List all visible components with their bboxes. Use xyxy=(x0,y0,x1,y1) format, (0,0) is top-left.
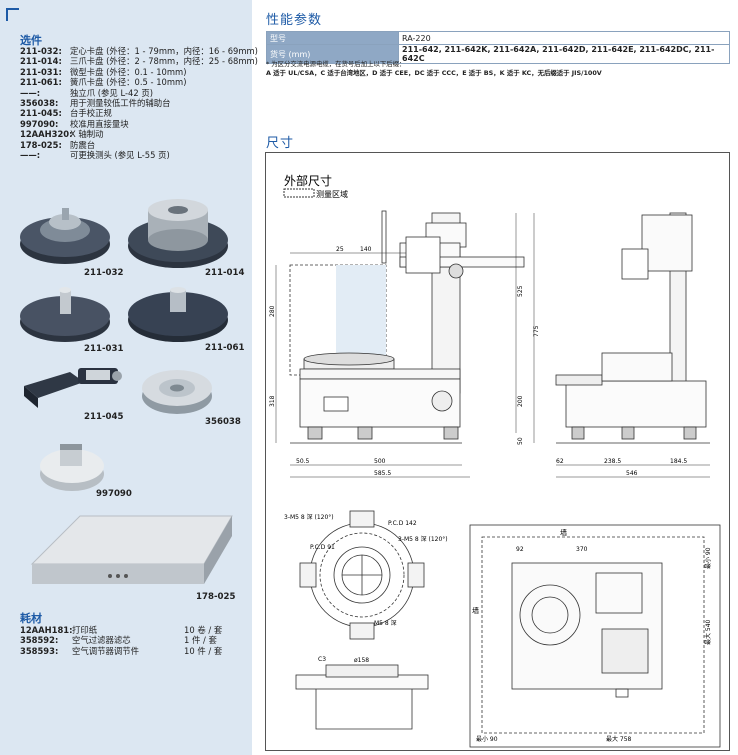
dim-label: 200 xyxy=(517,395,524,407)
dim-label: 62 xyxy=(556,458,564,465)
chuck-211-014-image xyxy=(128,199,228,268)
list-item: 211-045:台手校正规 xyxy=(20,108,112,119)
photo-caption: 211-061 xyxy=(205,343,245,353)
dimension-drawing-frame: 外部尺寸 测量区域 xyxy=(265,152,730,751)
list-item: 178-025:防震台 xyxy=(20,139,96,150)
power-note: * 为区分交流电源电缆，在货号后加上以下后缀： A 适于 UL/CSA，C 适于… xyxy=(266,60,602,77)
list-item: ——:可更换测头 (参见 L-55 页) xyxy=(20,150,170,161)
photo-caption: 211-031 xyxy=(84,344,124,354)
dim-label: 最小 90 xyxy=(704,547,712,569)
measure-area-label: 测量区域 xyxy=(316,189,348,199)
front-view-drawing xyxy=(289,210,525,444)
dim-label: 140 xyxy=(360,246,372,253)
dim-label: ø158 xyxy=(354,657,369,664)
dim-label: 500 xyxy=(374,458,386,465)
photo-caption: 997090 xyxy=(96,489,132,499)
spec-value: 211-642, 211-642K, 211-642A, 211-642D, 2… xyxy=(398,44,730,64)
dim-label: 最小 90 xyxy=(476,735,498,743)
top-view-drawing xyxy=(295,510,429,730)
corner-mark-icon xyxy=(6,8,19,21)
chuck-211-031-image xyxy=(20,287,110,342)
chuck-211-032-image xyxy=(20,208,110,264)
gauge-block-997090-image xyxy=(40,444,104,491)
spec-key: 货号 (mm) xyxy=(266,44,399,64)
photo-caption: 211-045 xyxy=(84,412,124,422)
list-item: 12AAH320:X 轴制动 xyxy=(20,129,104,140)
side-view-drawing xyxy=(555,212,710,444)
centering-gauge-211-045-image xyxy=(24,368,122,408)
dim-label: C3 xyxy=(318,656,326,663)
dim-label: 318 xyxy=(269,395,276,407)
front-view-dimensions xyxy=(275,213,535,478)
dim-label: 525 xyxy=(517,285,524,297)
dim-label: P.C.D 142 xyxy=(388,520,417,527)
consumables-title: 耗材 xyxy=(20,612,42,625)
dim-label: 50.5 xyxy=(296,458,310,465)
dim-label: P.C.D 91 xyxy=(310,544,335,551)
dim-label: 25 xyxy=(336,246,344,253)
dim-label: 238.5 xyxy=(604,458,621,465)
aux-table-356038-image xyxy=(142,370,212,414)
dim-label: 50 xyxy=(517,437,524,445)
dim-label: 775 xyxy=(533,325,540,337)
table-row: 货号 (mm) 211-642, 211-642K, 211-642A, 211… xyxy=(266,44,730,64)
options-title: 选件 xyxy=(20,34,42,47)
list-item: 211-061:簧爪卡盘 (外径：0.5 - 10mm) xyxy=(20,77,187,88)
dim-label: 3-M5 8 深 (120°) xyxy=(284,513,334,521)
photo-caption: 211-032 xyxy=(84,268,124,278)
dim-label: 280 xyxy=(269,305,276,317)
dim-label: M5 8 深 xyxy=(374,619,397,627)
dim-label: 92 xyxy=(516,546,524,553)
spec-table: 型号 RA-220 货号 (mm) 211-642, 211-642K, 211… xyxy=(266,31,730,64)
side-view-dimensions xyxy=(556,464,710,478)
dimension-drawings: 外部尺寸 测量区域 xyxy=(269,173,721,748)
options-panel: 选件 211-032:定心卡盘 (外径：1 - 79mm，内径：16 - 69m… xyxy=(0,0,258,755)
photo-caption: 356038 xyxy=(205,417,241,427)
dim-label: 3-M5 8 深 (120°) xyxy=(398,535,448,543)
spec-key: 型号 xyxy=(266,31,399,45)
dim-label: 546 xyxy=(626,470,638,477)
spec-value: RA-220 xyxy=(398,31,730,45)
measure-area-legend xyxy=(283,188,315,198)
floor-plan-drawing xyxy=(469,524,721,748)
dimensions-title: 尺寸 xyxy=(266,136,295,151)
dim-label: 184.5 xyxy=(670,458,687,465)
wall-label: 墙 xyxy=(472,606,479,615)
dim-label: 585.5 xyxy=(374,470,391,477)
outer-dim-label: 外部尺寸 xyxy=(284,173,332,188)
list-item: ——:独立爪 (参见 L-42 页) xyxy=(20,87,153,98)
wall-label: 墙 xyxy=(560,528,567,537)
photo-caption: 211-014 xyxy=(205,268,245,278)
performance-title: 性能参数 xyxy=(266,13,323,28)
dim-label: 370 xyxy=(576,546,588,553)
list-item: 356038:用于测量较低工件的辅助台 xyxy=(20,98,171,109)
options-list: 211-032:定心卡盘 (外径：1 - 79mm，内径：16 - 69mm) … xyxy=(20,46,258,160)
photo-caption: 178-025 xyxy=(196,592,236,602)
list-item: 211-031:微型卡盘 (外径：0.1 - 10mm) xyxy=(20,66,187,77)
vibration-isolation-table-178-025-image xyxy=(30,515,233,584)
table-row: 型号 RA-220 xyxy=(266,31,730,45)
list-item: 997090:校准用直接量块 xyxy=(20,118,129,129)
dim-label: 最大 540 xyxy=(704,619,712,645)
chuck-211-061-image xyxy=(128,287,228,342)
list-item: 211-032:定心卡盘 (外径：1 - 79mm，内径：16 - 69mm) xyxy=(20,46,258,56)
list-item: 211-014:三爪卡盘 (外径：2 - 78mm，内径：25 - 68mm) xyxy=(20,56,258,67)
dim-label: 最大 758 xyxy=(606,735,632,743)
